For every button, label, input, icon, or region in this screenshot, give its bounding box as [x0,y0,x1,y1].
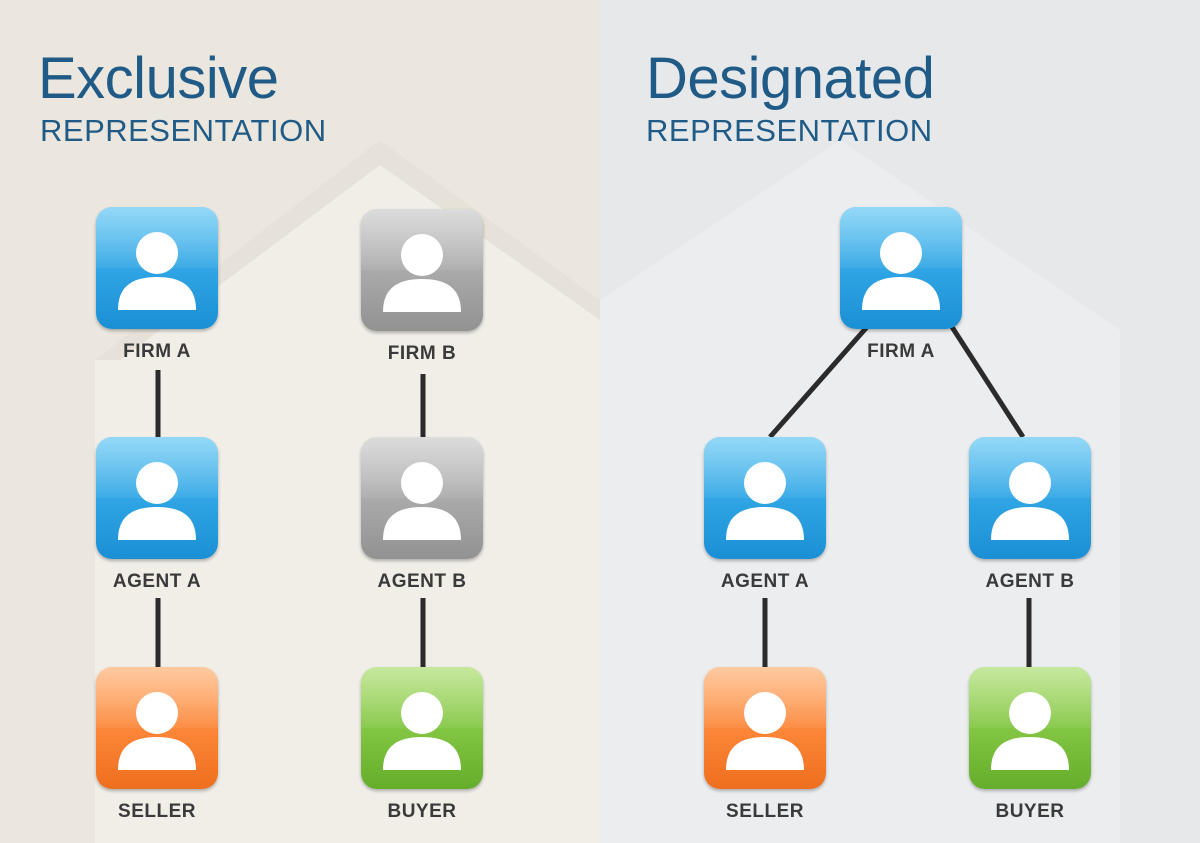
person-icon [118,462,196,540]
person-icon [991,692,1069,770]
node-seller: SELLER [704,667,830,822]
label-agent-a: AGENT A [720,571,810,592]
tile-buyer [969,667,1091,789]
person-icon [118,232,196,310]
person-icon [726,692,804,770]
label-seller: SELLER [118,801,196,822]
node-firm-b: FIRM B [361,209,487,364]
node-buyer: BUYER [969,667,1095,822]
tile-agent-b [361,437,483,559]
node-agent-a: AGENT A [704,437,830,592]
designated-panel: Designated REPRESENTATION FIRM A AGENT A [600,0,1200,843]
person-icon [726,462,804,540]
link-firm-a-agent-a [768,325,869,439]
person-icon [862,232,940,310]
node-seller: SELLER [96,667,222,822]
exclusive-title: Exclusive [38,46,279,111]
label-buyer: BUYER [387,801,457,822]
label-agent-a: AGENT A [112,571,202,592]
exclusive-connectors [155,370,426,667]
designated-connectors [762,325,1032,667]
node-agent-a: AGENT A [96,437,222,592]
tile-seller [96,667,218,789]
tile-firm-b [361,209,483,331]
tile-firm-a [840,207,962,329]
label-buyer: BUYER [995,801,1065,822]
label-firm-a: FIRM A [867,341,935,362]
label-agent-b: AGENT B [985,571,1075,592]
node-agent-b: AGENT B [361,437,487,592]
node-buyer: BUYER [361,667,487,822]
label-firm-a: FIRM A [123,341,191,362]
tile-seller [704,667,826,789]
label-agent-b: AGENT B [377,571,467,592]
label-seller: SELLER [726,801,804,822]
person-icon [383,462,461,540]
person-icon [118,692,196,770]
person-icon [383,692,461,770]
node-firm-a: FIRM A [96,207,222,362]
exclusive-panel: Exclusive REPRESENTATION FIRM A FIRM B [38,46,487,822]
tile-agent-a [704,437,826,559]
designated-title: Designated [646,46,935,111]
node-agent-b: AGENT B [969,437,1095,592]
person-icon [383,234,461,312]
tile-buyer [361,667,483,789]
designated-subtitle: REPRESENTATION [646,113,933,148]
label-firm-b: FIRM B [387,343,457,364]
exclusive-subtitle: REPRESENTATION [40,113,327,148]
link-firm-a-agent-b [949,325,1026,439]
tile-agent-b [969,437,1091,559]
tile-firm-a [96,207,218,329]
tile-agent-a [96,437,218,559]
person-icon [991,462,1069,540]
node-firm-a: FIRM A [840,207,966,362]
